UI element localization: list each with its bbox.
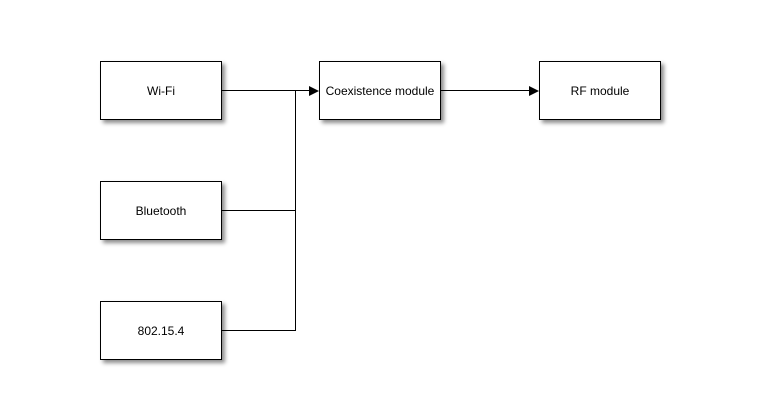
node-bluetooth-label: Bluetooth — [135, 203, 187, 218]
arrowhead-into-coexistence — [309, 85, 319, 96]
connector-802154-to-trunk — [222, 330, 296, 331]
node-coexistence-module[interactable]: Coexistence module — [319, 61, 441, 120]
node-802154[interactable]: 802.15.4 — [100, 301, 222, 360]
connector-coexistence-to-rf — [441, 90, 529, 91]
node-bluetooth[interactable]: Bluetooth — [100, 181, 222, 240]
node-802154-label: 802.15.4 — [137, 323, 185, 338]
connector-wifi-to-coexistence — [222, 90, 310, 91]
node-coexistence-module-label: Coexistence module — [325, 83, 435, 98]
connector-bluetooth-to-trunk — [222, 210, 296, 211]
arrowhead-into-rf — [529, 85, 539, 96]
node-rf-module[interactable]: RF module — [539, 61, 661, 120]
node-wifi-label: Wi-Fi — [147, 83, 175, 98]
node-wifi[interactable]: Wi-Fi — [100, 61, 222, 120]
node-rf-module-label: RF module — [570, 83, 630, 98]
